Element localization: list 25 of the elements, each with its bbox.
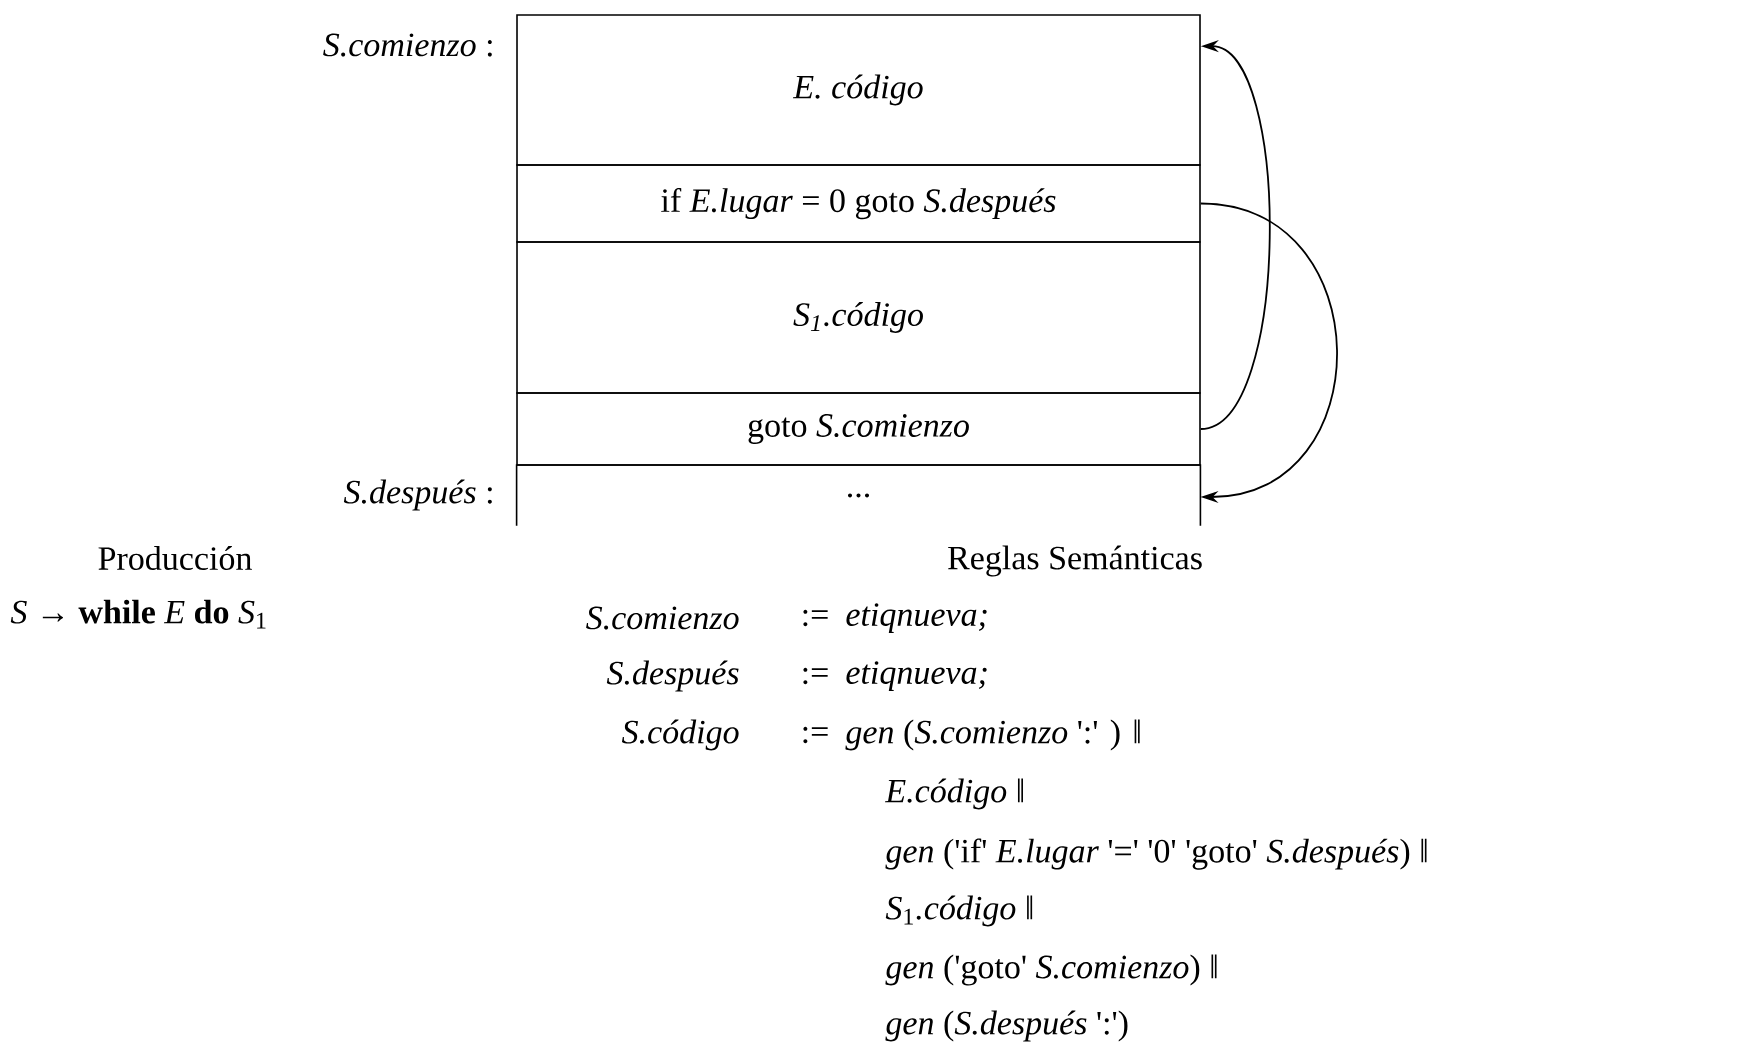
rule-text: gen ('if' E.lugar '=' '0' 'goto' S.después) ‖: [885, 838, 1427, 870]
rule-text: gen (S.después ':'): [885, 1010, 1128, 1042]
rule-text: S.código: [622, 719, 739, 751]
memory-cell: E. código: [516, 14, 1201, 166]
rule-text: S.después: [606, 660, 739, 692]
memory-cell: ...: [515, 464, 1202, 527]
rule-text: S.comienzo: [586, 606, 739, 630]
memory-cell: if E.lugar = 0 goto S.después: [516, 164, 1201, 243]
rule-text: gen (S.comienzo ':' ) ‖: [845, 719, 1140, 751]
memory-cell: goto S.comienzo: [516, 392, 1201, 466]
address-label: S.después :: [343, 479, 492, 511]
column-heading: Producción: [98, 546, 252, 570]
production-rule: S → while E do S$_{1}$: [10, 599, 266, 629]
assign-sign: :=: [803, 667, 828, 685]
rule-text: etiqnueva;: [846, 661, 987, 691]
assign-sign: :=: [803, 726, 828, 744]
memory-cell: S$_{1}$.código: [516, 241, 1201, 394]
address-label: S.comienzo :: [323, 33, 492, 57]
rule-text: gen ('goto' S.comienzo) ‖: [885, 954, 1217, 986]
column-heading: Reglas Semánticas: [948, 545, 1202, 577]
rule-text: E.código ‖: [885, 778, 1023, 810]
rule-text: S$_{1}$.código ‖: [885, 895, 1033, 927]
assign-sign: :=: [803, 609, 828, 627]
rule-text: etiqnueva;: [846, 603, 987, 633]
arrow: [1199, 202, 1338, 504]
